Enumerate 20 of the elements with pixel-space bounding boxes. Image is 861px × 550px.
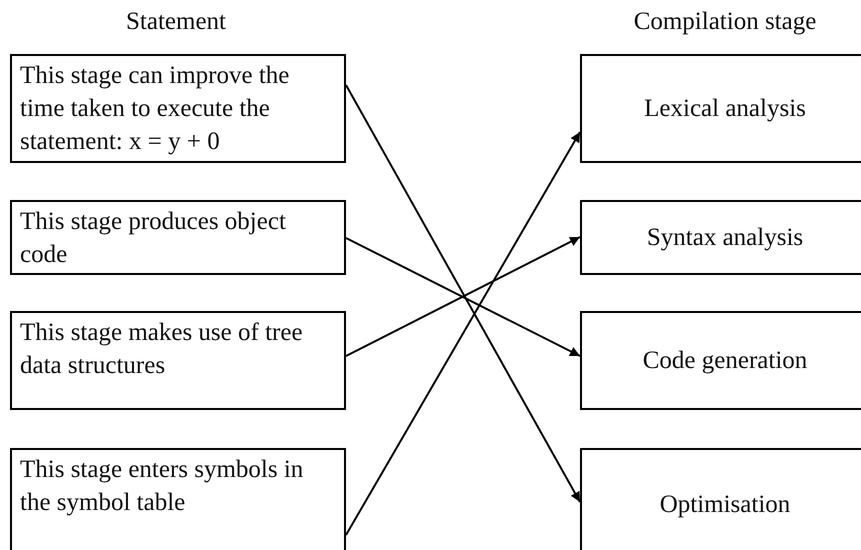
statement-box (10, 54, 346, 163)
stage-name: Syntax analysis (646, 223, 804, 253)
statement-text: This stage can improve the time taken to execute the statement: x = y + 0 (20, 61, 290, 157)
stage-box (580, 448, 861, 550)
statement-text: This stage produces object code (20, 207, 287, 270)
arrow (345, 132, 581, 536)
column-heading: Statement (126, 8, 226, 36)
stage-name: Lexical analysis (644, 94, 806, 124)
statement-box (10, 311, 346, 410)
column-heading: Compilation stage (634, 8, 816, 36)
stage-box (580, 311, 861, 410)
statement-text: This stage makes use of tree data structures (20, 318, 304, 381)
stage-name: Optimisation (660, 490, 790, 520)
statement-box (10, 200, 346, 275)
stage-box (580, 54, 861, 163)
stage-name: Code generation (642, 346, 808, 376)
stage-box (580, 200, 861, 275)
statement-text: This stage enters symbols in the symbol table (20, 455, 304, 518)
arrow (345, 84, 581, 502)
statement-box (10, 448, 346, 550)
